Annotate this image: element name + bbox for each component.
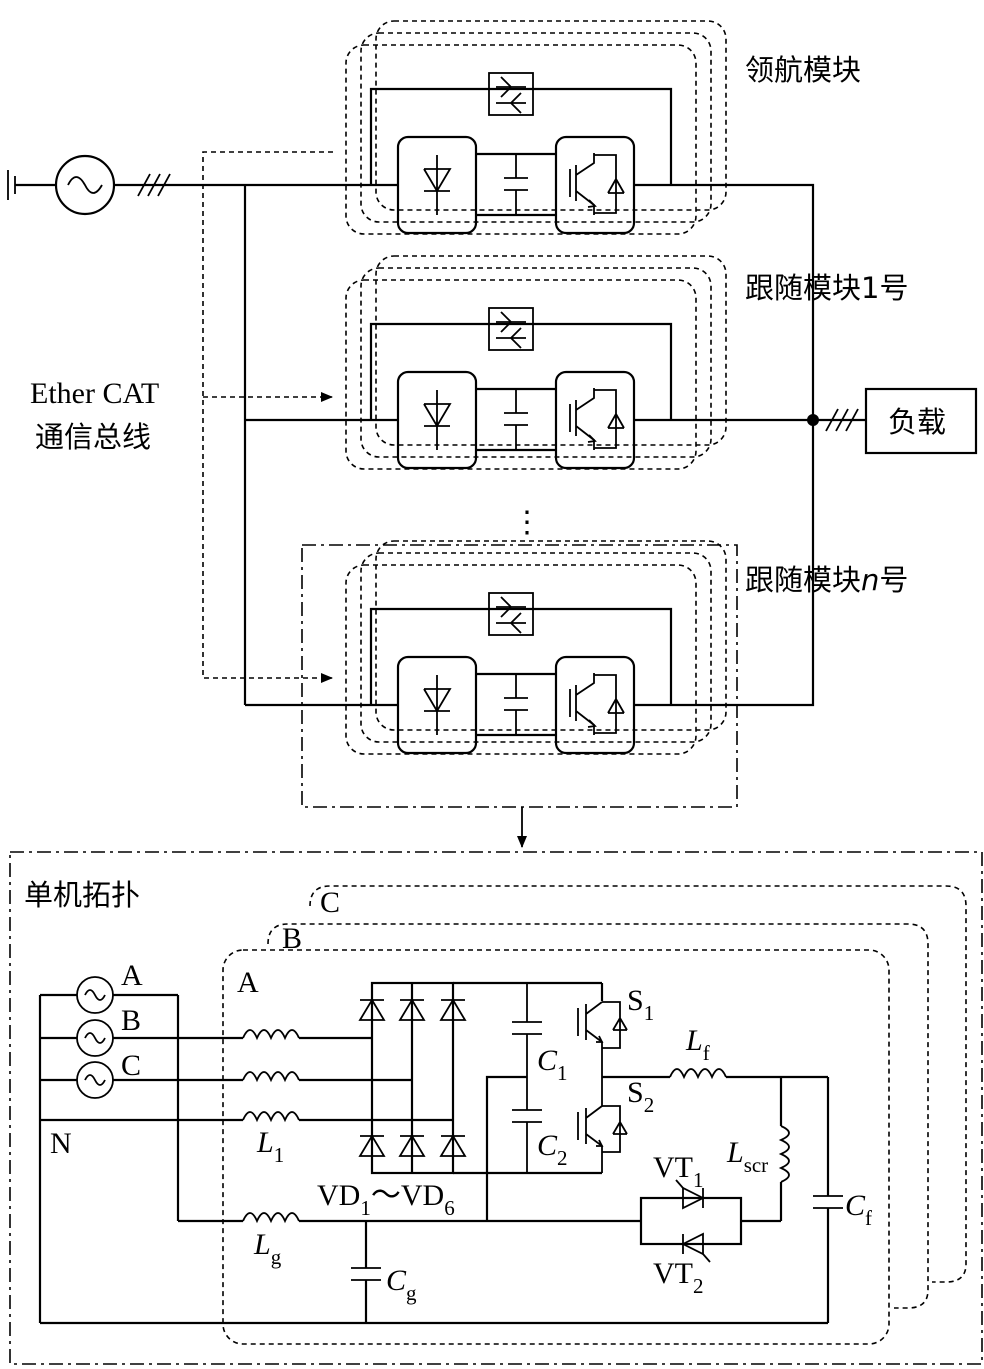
source-label-b: B bbox=[121, 1004, 141, 1037]
inductor-icon bbox=[669, 1068, 727, 1078]
inductor-icon bbox=[778, 1125, 790, 1183]
three-phase-mark-icon bbox=[137, 173, 171, 197]
ground-icon bbox=[7, 170, 56, 200]
cg-label: Cg bbox=[386, 1264, 417, 1305]
inductor-icon bbox=[242, 1111, 300, 1121]
source-label-c: C bbox=[121, 1049, 141, 1082]
inductor-icon bbox=[242, 1029, 300, 1039]
lf-label: Lf bbox=[685, 1024, 710, 1065]
cf-label: Cf bbox=[845, 1189, 872, 1230]
follow-module-n bbox=[344, 539, 728, 756]
follow-module-1-label: 跟随模块1号 bbox=[745, 271, 908, 305]
c2-label: C2 bbox=[537, 1129, 568, 1170]
ac-source-icon bbox=[76, 1061, 114, 1099]
single-topology-label: 单机拓扑 bbox=[24, 878, 140, 912]
vt2-label: VT2 bbox=[653, 1257, 704, 1298]
bus-label-line2: 通信总线 bbox=[35, 420, 151, 454]
thyristor-icon bbox=[680, 1232, 711, 1263]
s2-label: S2 bbox=[627, 1076, 654, 1117]
three-phase-mark-icon bbox=[825, 408, 859, 432]
igbt-icon bbox=[577, 1001, 628, 1077]
ac-source-icon bbox=[54, 154, 116, 216]
lg-label: Lg bbox=[253, 1228, 282, 1269]
load-box bbox=[864, 387, 978, 455]
vd-label: VD1～VD6 bbox=[317, 1179, 455, 1220]
single-topology-frame bbox=[9, 851, 983, 1365]
follow-module-1 bbox=[344, 254, 728, 471]
bus-label-line1: Ether CAT bbox=[30, 377, 159, 410]
inductor-icon bbox=[242, 1071, 300, 1081]
ellipsis: ⋮ bbox=[512, 506, 542, 539]
load-label: 负载 bbox=[888, 405, 946, 439]
thyristor-icon bbox=[675, 1179, 706, 1210]
source-label-n: N bbox=[50, 1127, 72, 1160]
lscr-label: Lscr bbox=[726, 1136, 768, 1177]
inductor-icon bbox=[242, 1212, 300, 1222]
lead-module bbox=[344, 19, 728, 236]
phase-b-frame-label: B bbox=[282, 922, 302, 955]
source-label-a: A bbox=[121, 959, 143, 992]
vt1-label: VT1 bbox=[653, 1151, 704, 1192]
module-n-highlight bbox=[301, 544, 738, 808]
s1-label: S1 bbox=[627, 984, 654, 1025]
phase-a-frame-label: A bbox=[237, 966, 259, 999]
thyristor-pair bbox=[639, 1196, 743, 1246]
c1-label: C1 bbox=[537, 1044, 568, 1085]
igbt-icon bbox=[577, 1077, 628, 1173]
phase-c-frame-label: C bbox=[320, 886, 340, 919]
ac-source-icon bbox=[76, 976, 114, 1014]
ac-source-icon bbox=[76, 1019, 114, 1057]
lead-module-label: 领航模块 bbox=[745, 53, 861, 87]
follow-module-n-label: 跟随模块n号 bbox=[745, 563, 908, 597]
l1-label: L1 bbox=[256, 1126, 284, 1167]
